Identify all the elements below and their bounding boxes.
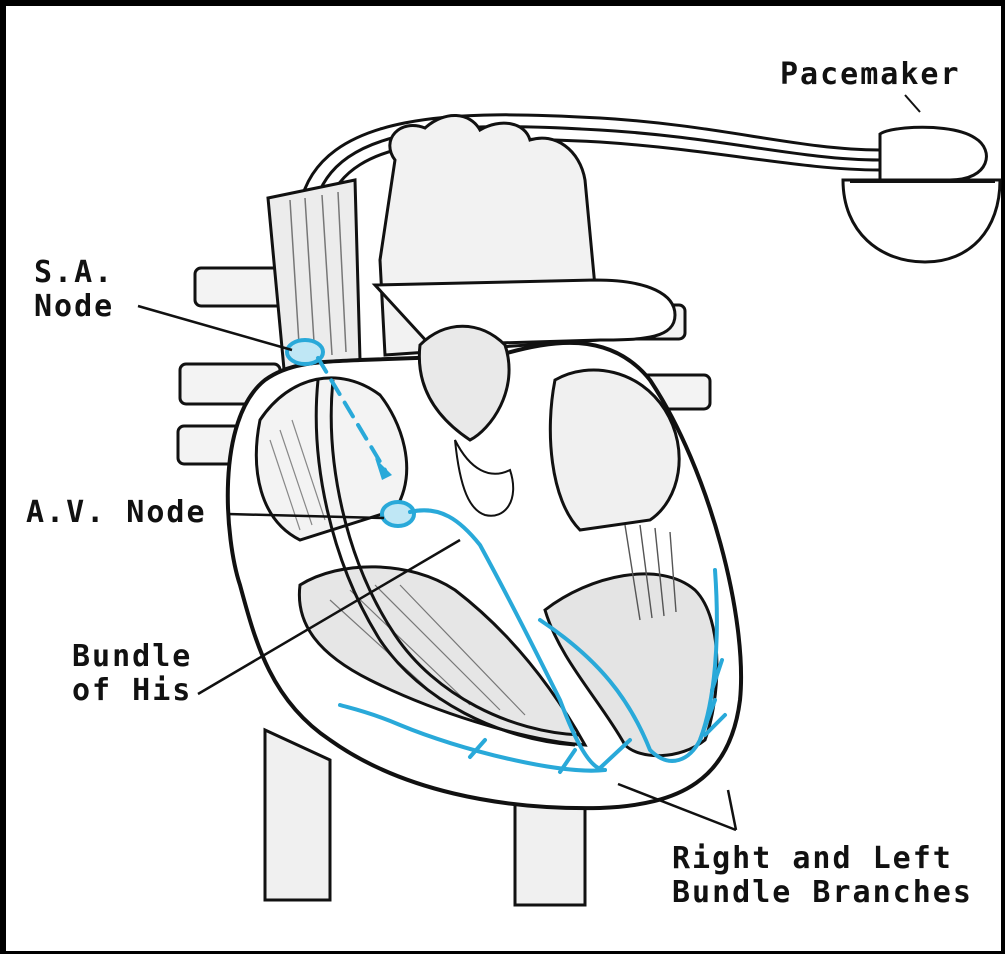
- pulmonary-trunk: [375, 280, 675, 345]
- label-sa-node-line1: S.A.: [34, 256, 114, 290]
- label-pacemaker: Pacemaker: [780, 58, 961, 92]
- label-bundle-of-his-line1: Bundle: [72, 640, 192, 674]
- pacemaker-leads: [300, 115, 880, 205]
- label-bundle-of-his-line2: of His: [72, 674, 192, 708]
- label-av-node: A.V. Node: [26, 496, 207, 530]
- label-bundle-of-his: Bundle of His: [72, 640, 192, 708]
- pacemaker-leader: [905, 95, 920, 112]
- av-node-marker: [382, 502, 414, 526]
- label-bundle-branches: Right and Left Bundle Branches: [672, 842, 973, 910]
- pacemaker-device-icon: [843, 127, 1000, 262]
- label-sa-node: S.A. Node: [34, 256, 114, 324]
- label-bundle-branches-line1: Right and Left: [672, 842, 973, 876]
- label-sa-node-line2: Node: [34, 290, 114, 324]
- label-bundle-branches-line2: Bundle Branches: [672, 876, 973, 910]
